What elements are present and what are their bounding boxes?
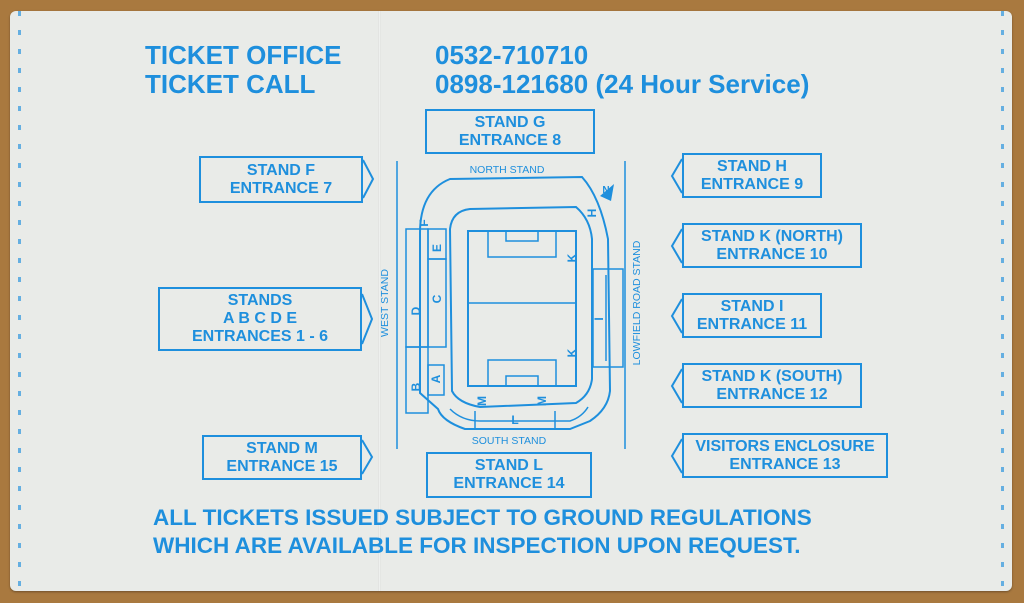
stadium-inner-outline — [448, 205, 593, 409]
north-arrow-icon — [600, 184, 614, 201]
section-i-label: I — [592, 317, 606, 320]
south-stand-label: SOUTH STAND — [472, 435, 547, 447]
stand-l-label: STAND L — [474, 457, 544, 474]
section-k-north-label: K — [565, 253, 579, 262]
stand-k-south-entrance: ENTRANCE 12 — [716, 385, 828, 403]
stand-block-i — [592, 268, 624, 368]
section-a-label: A — [429, 374, 443, 383]
south-penalty-box — [487, 359, 557, 387]
stands-abcde-label: STANDS — [227, 292, 293, 309]
entrance-box-stand-f: STAND F ENTRANCE 7 — [199, 156, 363, 203]
lowfield-road-stand-label: LOWFIELD ROAD STAND — [631, 240, 643, 365]
stadium-map: N F E D C B A H K I K M L M NORTH STAND … — [379, 161, 643, 449]
pitch — [467, 230, 577, 387]
entrance-box-stand-k-south: STAND K (SOUTH) ENTRANCE 12 — [682, 363, 862, 408]
entrance-box-stand-k-north: STAND K (NORTH) ENTRANCE 10 — [682, 223, 862, 268]
stand-block-l — [449, 406, 589, 422]
stand-g-label: STAND G — [474, 113, 546, 131]
stand-g-entrance: ENTRANCE 8 — [458, 131, 562, 149]
north-marker: N — [602, 185, 609, 196]
entrance-box-stand-g: STAND G ENTRANCE 8 — [425, 109, 595, 154]
section-k-south-label: K — [565, 348, 579, 357]
visitors-enclosure-label: VISITORS ENCLOSURE — [695, 437, 875, 455]
section-c-label: C — [430, 294, 444, 303]
section-e-label: E — [430, 244, 444, 252]
ticket-call-label: TICKET CALL — [145, 69, 316, 99]
section-m-right-label: M — [535, 396, 549, 406]
north-stand-label: NORTH STAND — [470, 164, 545, 176]
paper-fold — [378, 11, 381, 591]
stand-i-entrance: ENTRANCE 11 — [696, 315, 808, 333]
west-stand-label: WEST STAND — [379, 269, 391, 337]
stand-f-label: STAND F — [246, 161, 316, 179]
section-h-label: H — [585, 209, 599, 218]
left-perforation — [18, 11, 21, 591]
entrance-box-stand-i: STAND I ENTRANCE 11 — [682, 293, 822, 338]
stand-h-entrance: ENTRANCE 9 — [700, 175, 804, 193]
ground-regulations-notice: ALL TICKETS ISSUED SUBJECT TO GROUND REG… — [153, 504, 812, 560]
visitors-enclosure-entrance: ENTRANCE 13 — [729, 455, 841, 473]
stand-block-b — [405, 346, 429, 414]
entrance-box-stands-abcde: STANDS A B C D E ENTRANCES 1 - 6 — [158, 287, 362, 351]
ticket: TICKET OFFICE 0532-710710 TICKET CALL 08… — [10, 11, 1012, 591]
section-d-label: D — [409, 306, 423, 315]
stand-k-north-entrance: ENTRANCE 10 — [716, 245, 828, 263]
stand-block-d — [405, 228, 429, 348]
entrance-box-stand-h: STAND H ENTRANCE 9 — [682, 153, 822, 198]
stand-f-entrance: ENTRANCE 7 — [229, 179, 333, 197]
stand-l-entrance: ENTRANCE 14 — [453, 475, 565, 492]
north-penalty-box — [487, 230, 557, 258]
south-goal-box — [505, 375, 539, 387]
entrance-box-stand-m: STAND M ENTRANCE 15 — [202, 435, 362, 480]
stand-m-label: STAND M — [246, 439, 318, 457]
ticket-call-number: 0898-121680 (24 Hour Service) — [435, 69, 810, 99]
regulations-line-2: WHICH ARE AVAILABLE FOR INSPECTION UPON … — [153, 533, 801, 558]
stands-abcde-entrance: ENTRANCES 1 - 6 — [191, 328, 329, 345]
stand-h-label: STAND H — [717, 157, 787, 175]
ticket-office-number: 0532-710710 — [435, 40, 589, 70]
section-l-label: L — [511, 413, 518, 427]
right-perforation — [1001, 11, 1004, 591]
regulations-line-1: ALL TICKETS ISSUED SUBJECT TO GROUND REG… — [153, 505, 812, 530]
stand-m-entrance: ENTRANCE 15 — [226, 457, 338, 475]
section-b-label: B — [409, 382, 423, 391]
stand-block-c — [427, 258, 447, 348]
north-goal-box — [505, 230, 539, 242]
stand-block-a — [427, 364, 445, 396]
stands-abcde-letters: A B C D E — [222, 310, 298, 327]
section-f-label: F — [417, 219, 431, 226]
stadium-outer-outline — [419, 175, 612, 430]
entrance-box-stand-l: STAND L ENTRANCE 14 — [426, 452, 592, 498]
stand-k-south-label: STAND K (SOUTH) — [701, 367, 843, 385]
stand-k-north-label: STAND K (NORTH) — [701, 227, 843, 245]
stand-i-label: STAND I — [720, 297, 784, 315]
ticket-office-label: TICKET OFFICE — [145, 40, 342, 70]
entrance-box-visitors-enclosure: VISITORS ENCLOSURE ENTRANCE 13 — [682, 433, 888, 478]
section-m-left-label: M — [475, 396, 489, 406]
